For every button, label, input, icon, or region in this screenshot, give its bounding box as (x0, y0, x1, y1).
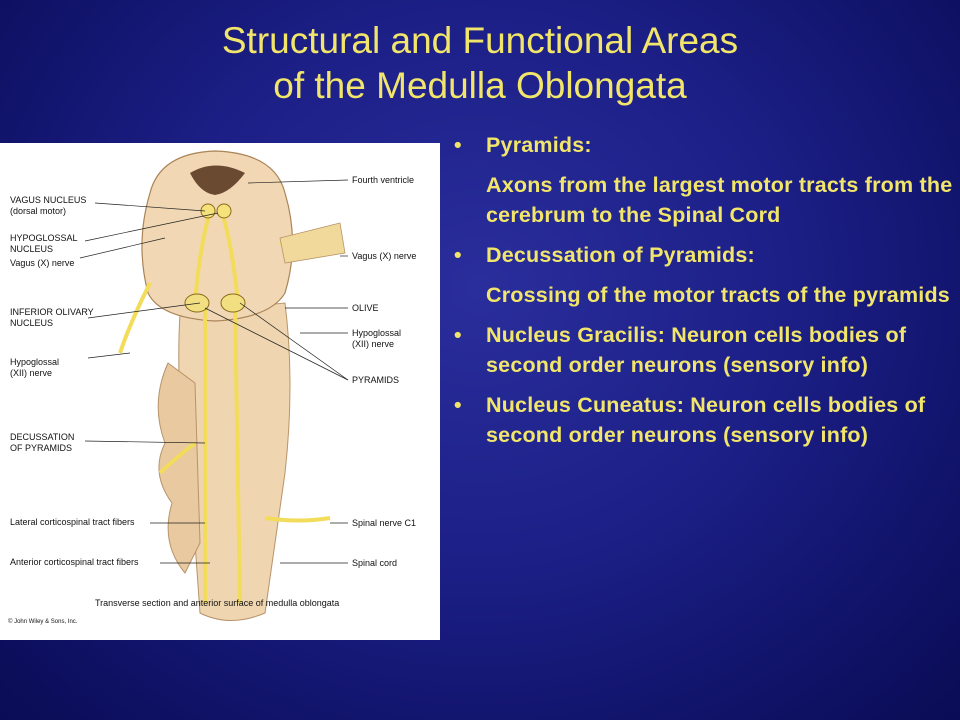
label-spinal-nerve: Spinal nerve C1 (352, 518, 416, 528)
bullet-nucleus-gracilis: • Nucleus Gracilis: Neuron cells bodies … (448, 320, 953, 380)
label-vagus-nerve-right: Vagus (X) nerve (352, 251, 416, 261)
label-inferior-olivary: INFERIOR OLIVARY (10, 307, 94, 317)
label-hypoglossal-left: Hypoglossal (10, 357, 59, 367)
brainstem-left-lobe (157, 362, 201, 574)
bullet-nucleus-cuneatus: • Nucleus Cuneatus: Neuron cells bodies … (448, 390, 953, 450)
label-vagus-nucleus: VAGUS NUCLEUS (10, 195, 86, 205)
title-line-1: Structural and Functional Areas (221, 20, 739, 61)
label-lateral-tract: Lateral corticospinal tract fibers (10, 517, 135, 527)
bullet-heading: Decussation of Pyramids: (486, 243, 755, 267)
label-vagus-nucleus-sub: (dorsal motor) (10, 206, 66, 216)
label-hypoglossal-right-sub: (XII) nerve (352, 339, 394, 349)
bullet-decussation: • Decussation of Pyramids: (448, 240, 953, 270)
medulla-illustration: VAGUS NUCLEUS (dorsal motor) HYPOGLOSSAL… (8, 150, 416, 625)
medulla-cross-section (141, 150, 294, 322)
label-pyramids: PYRAMIDS (352, 375, 399, 385)
medulla-diagram: VAGUS NUCLEUS (dorsal motor) HYPOGLOSSAL… (0, 143, 440, 640)
bullet-heading: Nucleus Cuneatus: Neuron cells bodies of… (486, 393, 926, 447)
leader-lines (79, 179, 349, 564)
vagus-nerve-right-shape (279, 222, 346, 264)
slide-title: Structural and Functional Areas of the M… (0, 18, 960, 108)
bullet-dot: • (454, 393, 462, 417)
label-olive: OLIVE (352, 303, 379, 313)
label-fourth-ventricle: Fourth ventricle (352, 175, 414, 185)
label-vagus-nerve-left: Vagus (X) nerve (10, 258, 74, 268)
bullet-dot: • (454, 133, 462, 157)
bullet-dot: • (454, 323, 462, 347)
bullet-dot: • (454, 243, 462, 267)
label-hypoglossal-nucleus: HYPOGLOSSAL (10, 233, 78, 243)
label-decussation: DECUSSATION (10, 432, 74, 442)
label-hypoglossal-nucleus-sub: NUCLEUS (10, 244, 53, 254)
bullet-heading: Pyramids: (486, 133, 592, 157)
figure-caption: Transverse section and anterior surface … (95, 598, 339, 608)
bullet-pyramids: • Pyramids: (448, 130, 953, 160)
label-spinal-cord: Spinal cord (352, 558, 397, 568)
fourth-ventricle-shape (190, 165, 245, 195)
label-hypoglossal-left-sub: (XII) nerve (10, 368, 52, 378)
label-inferior-olivary-sub: NUCLEUS (10, 318, 53, 328)
bullet-list: • Pyramids: Axons from the largest motor… (448, 130, 953, 460)
figure-copyright: © John Wiley & Sons, Inc. (8, 618, 78, 625)
bullet-body: Axons from the largest motor tracts from… (486, 173, 953, 227)
label-hypoglossal-right: Hypoglossal (352, 328, 401, 338)
bullet-body: Crossing of the motor tracts of the pyra… (486, 283, 950, 307)
title-line-2: of the Medulla Oblongata (273, 65, 687, 106)
label-anterior-tract: Anterior corticospinal tract fibers (10, 557, 139, 567)
label-decussation-sub: OF PYRAMIDS (10, 443, 72, 453)
bullet-heading: Nucleus Gracilis: Neuron cells bodies of… (486, 323, 907, 377)
